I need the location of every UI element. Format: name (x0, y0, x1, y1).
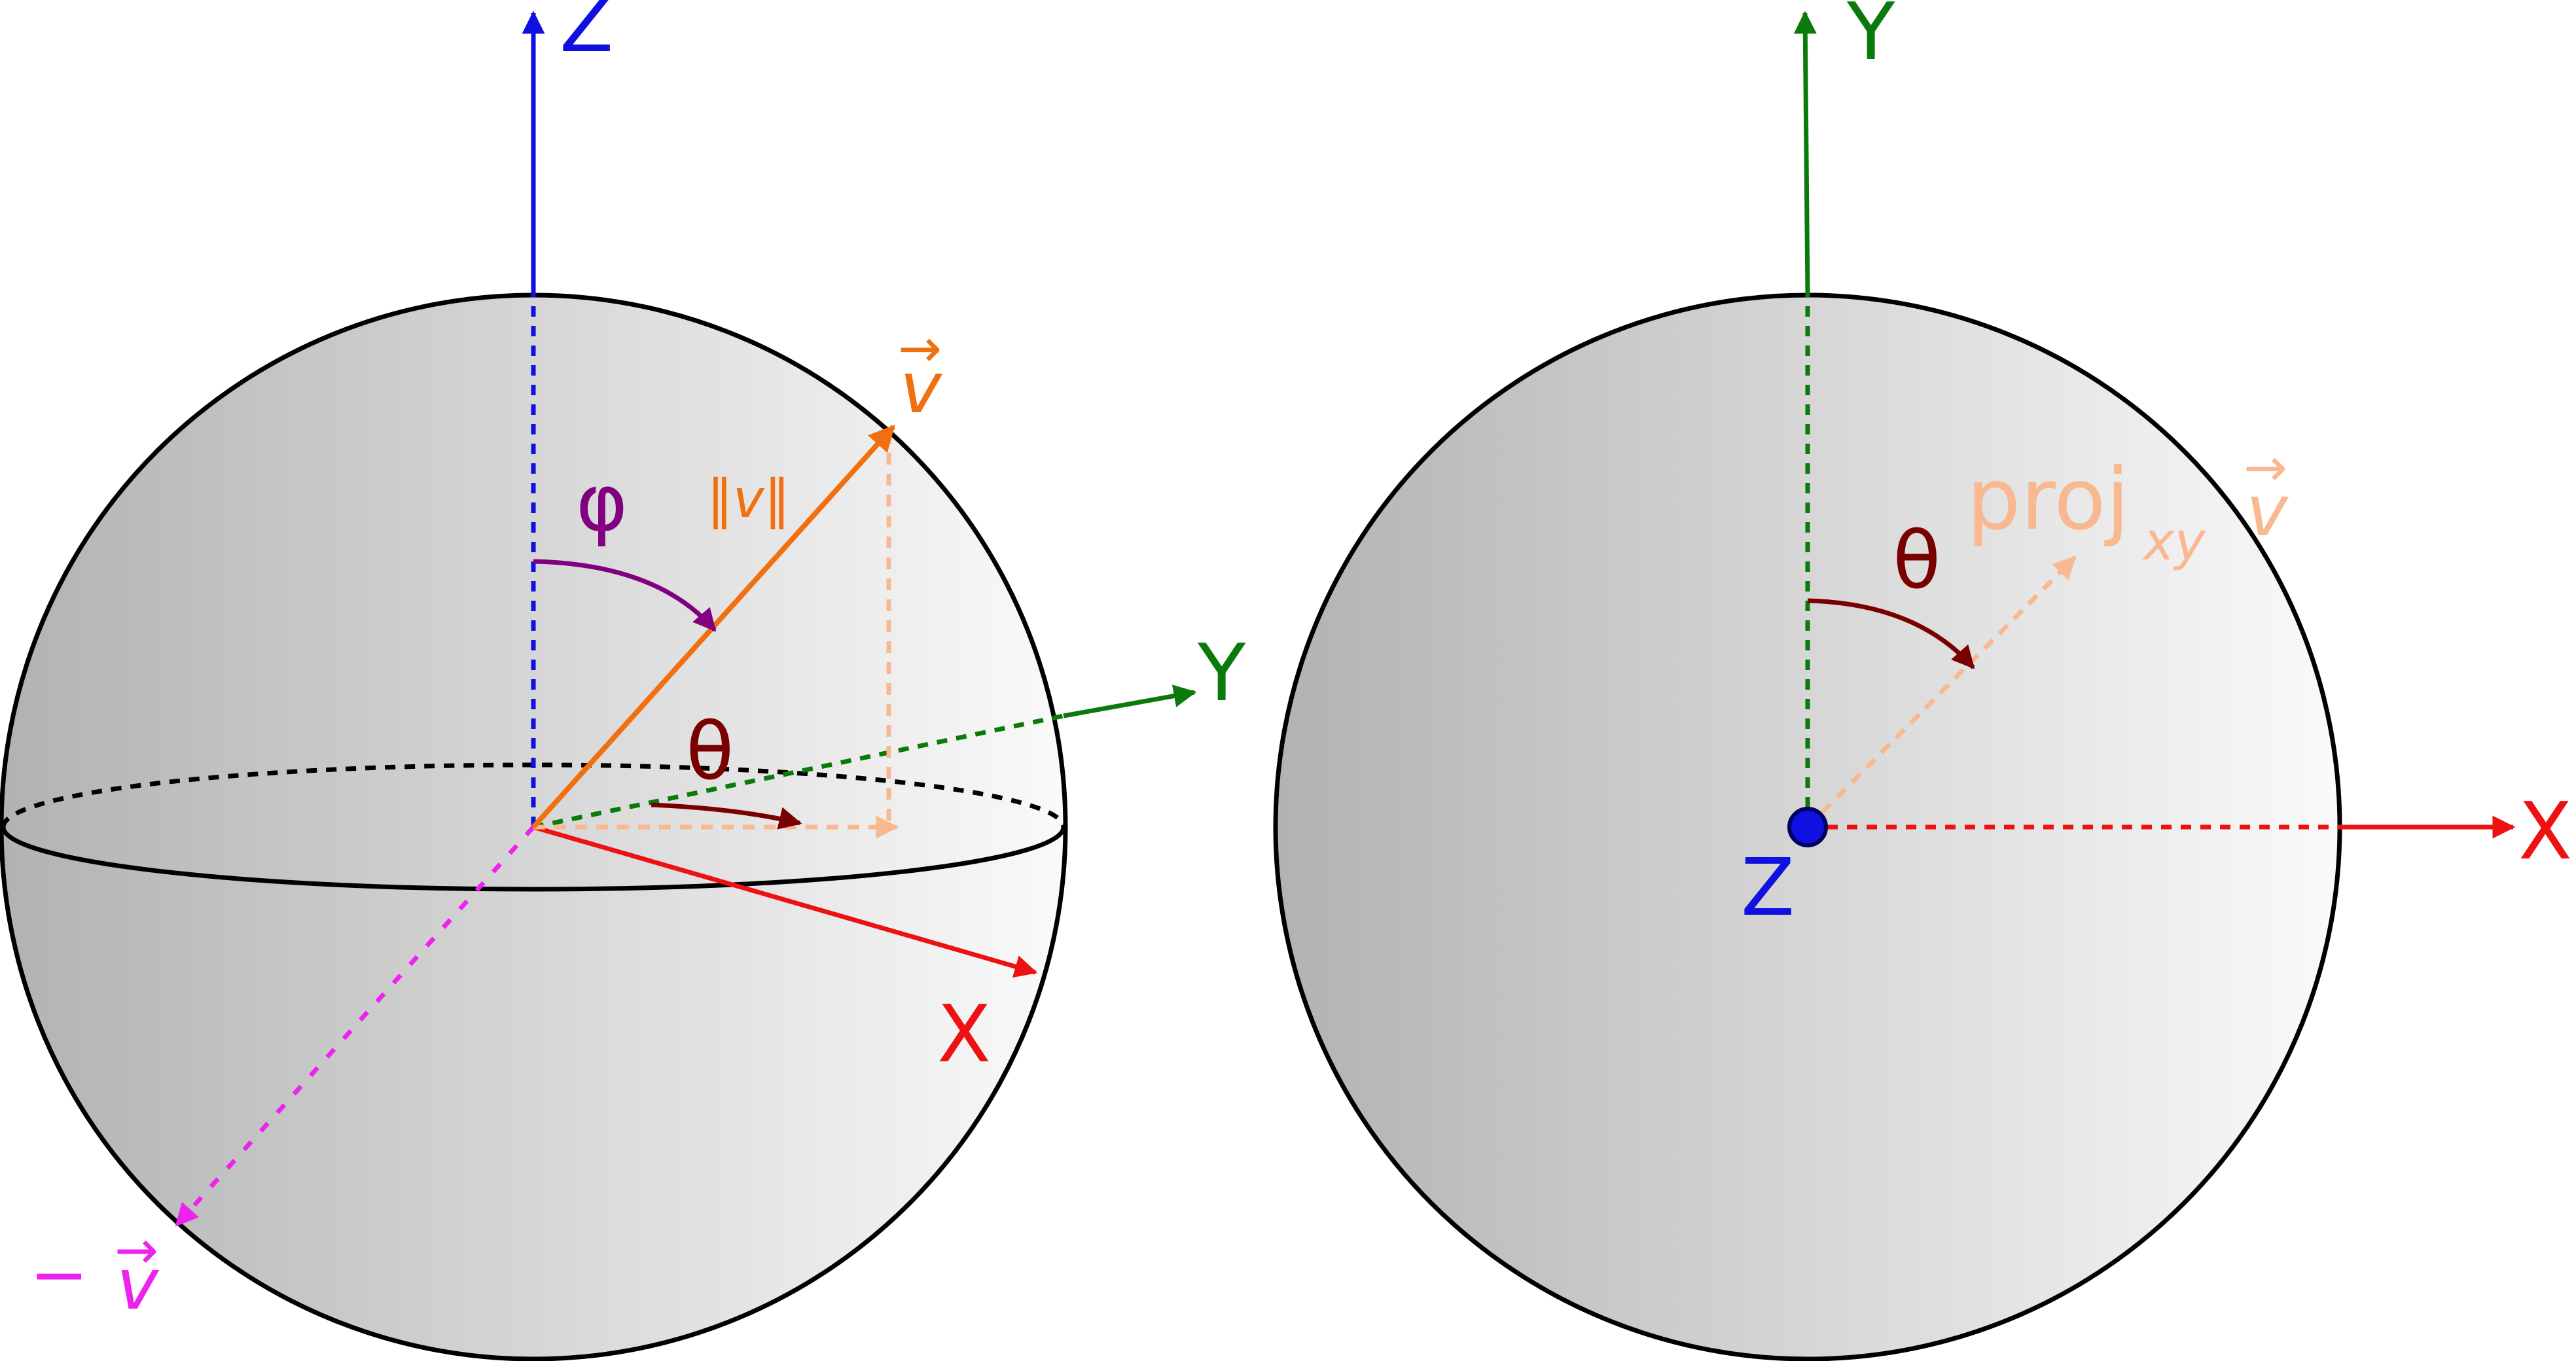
y-axis-label-right: Y (1846, 0, 1895, 78)
x-axis-label: X (937, 989, 991, 1080)
vector-v-arrow: → (898, 318, 942, 379)
magnitude-label: ‖v‖ (707, 468, 790, 530)
projection-vector-right (1806, 556, 2077, 829)
theta-label-left: θ (686, 707, 734, 798)
proj-subscript: xy (2141, 511, 2206, 572)
phi-label: φ (576, 458, 628, 549)
neg-vector-arrow: → (115, 1220, 158, 1281)
proj-vector-label: v (2246, 470, 2289, 552)
theta-arc (651, 802, 802, 830)
equator-back (1, 762, 1066, 828)
x-axis (533, 824, 1038, 978)
x-axis-label-right: X (2518, 787, 2572, 877)
y-axis (1063, 684, 1197, 718)
y-axis-label: Y (1197, 628, 1246, 719)
phi-arc (533, 559, 717, 632)
y-axis-right (1793, 10, 1817, 296)
proj-label: proj (1967, 450, 2130, 549)
theta-label-right: θ (1893, 516, 1941, 607)
vector-v-label: v (900, 347, 943, 429)
z-axis-dot (1787, 807, 1828, 847)
equator-front (1, 826, 1066, 892)
z-axis-label: Z (560, 0, 613, 70)
z-axis-label-right: Z (1741, 843, 1795, 934)
proj-vector-arrow: → (2244, 437, 2287, 498)
theta-arc-right (1807, 598, 1975, 669)
left-diagram: Z Y X φ θ → v ‖v‖ − → v (0, 0, 1246, 1361)
neg-vector-label: v (116, 1244, 160, 1326)
right-diagram: Y X Z θ proj xy → v (1273, 0, 2572, 1361)
neg-vector-minus: − (29, 1234, 89, 1316)
